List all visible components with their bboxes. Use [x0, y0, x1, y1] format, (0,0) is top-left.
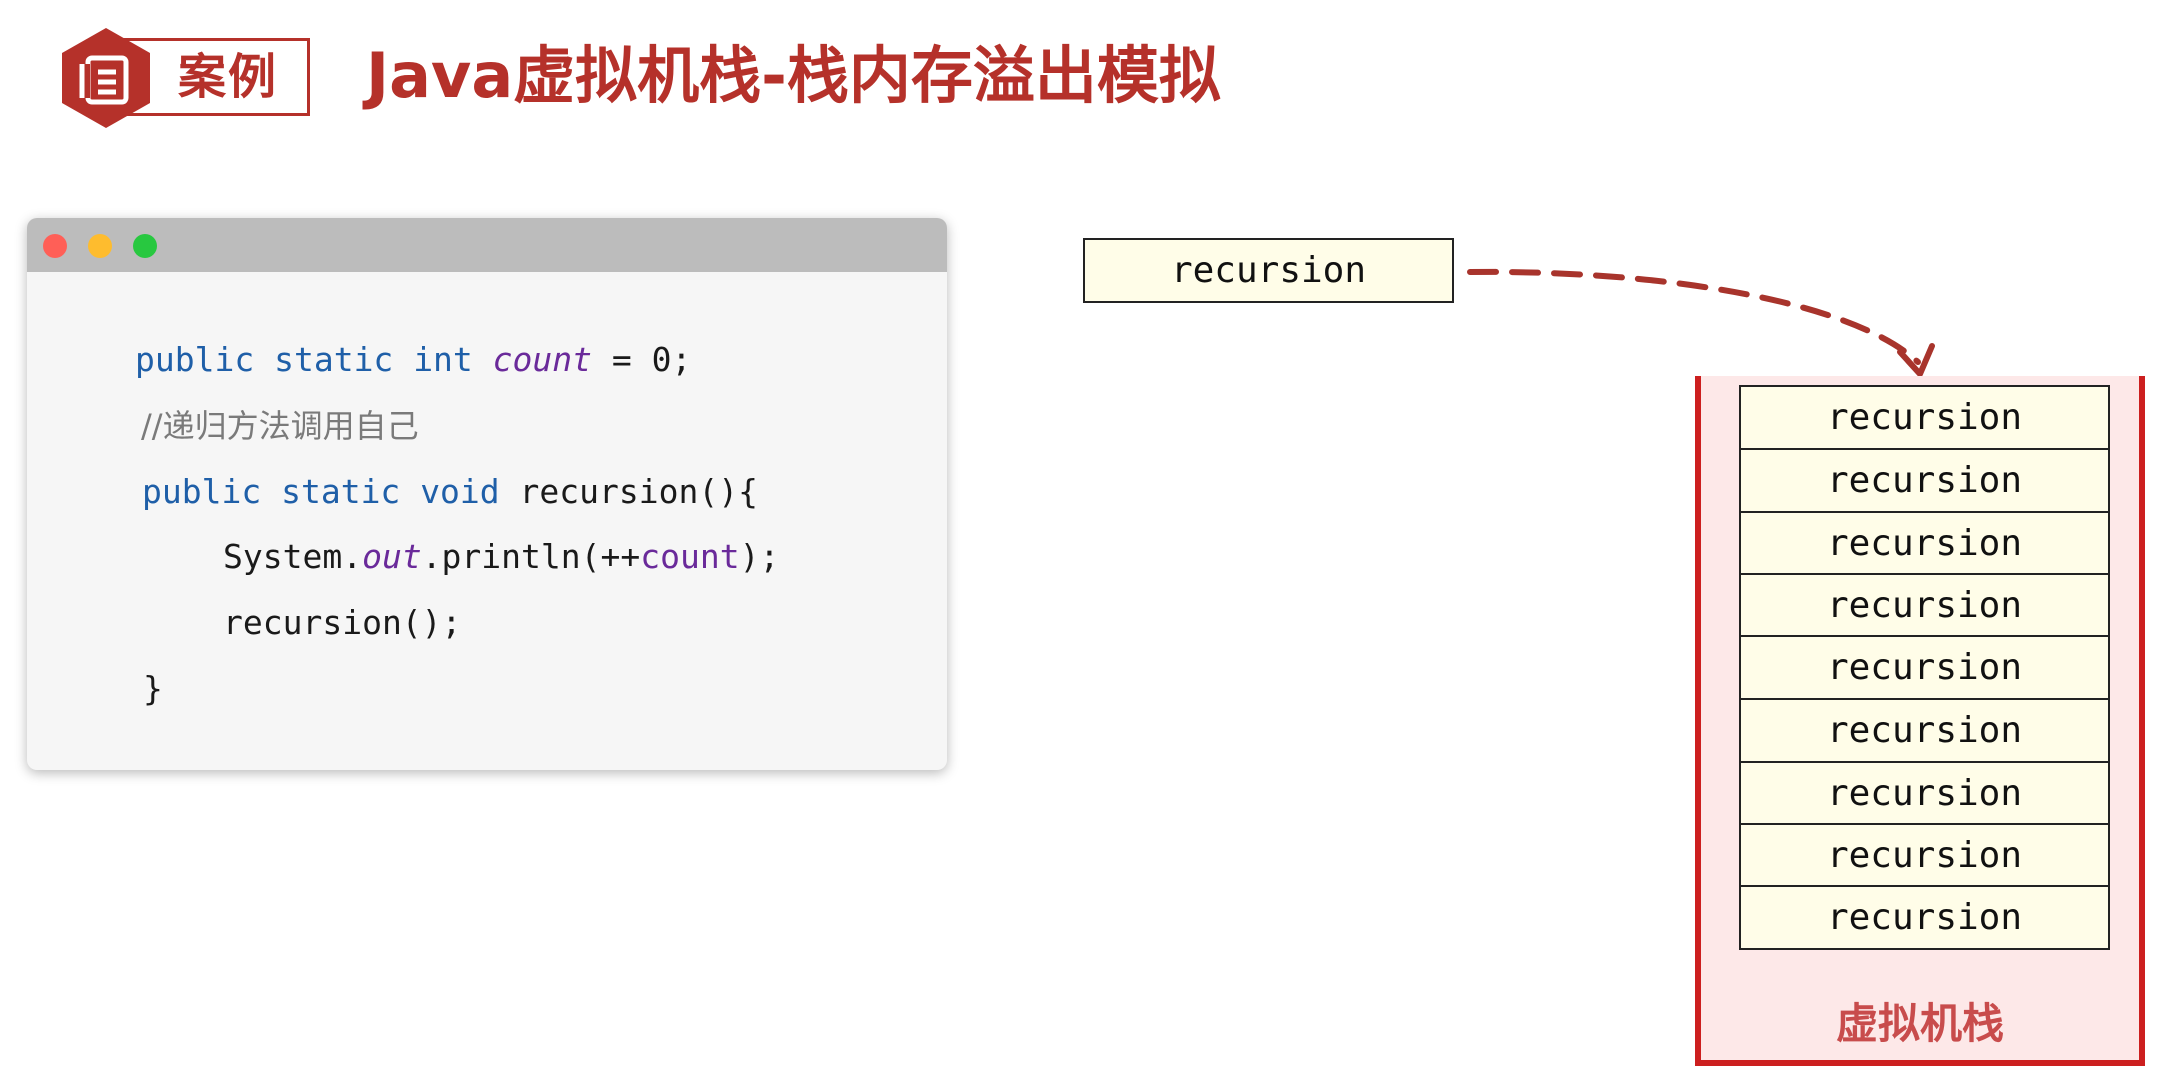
maximize-window-button[interactable] — [133, 234, 157, 258]
code-line-1: public static int count = 0; — [135, 335, 691, 385]
minimize-window-button[interactable] — [88, 234, 112, 258]
stack-label: 虚拟机栈 — [1835, 999, 2004, 1048]
keyword: void — [420, 472, 500, 511]
code-text: ); — [739, 537, 780, 576]
stack-frame: recursion — [1739, 573, 2110, 638]
stack-frame: recursion — [1739, 511, 2110, 576]
keyword: static — [274, 340, 394, 379]
code-text: } — [143, 669, 163, 708]
stack-frame: recursion — [1739, 885, 2110, 950]
stack-frame: recursion — [1739, 698, 2110, 763]
page-title: Java虚拟机栈-栈内存溢出模拟 — [366, 39, 1221, 112]
badge-label: 案例 — [178, 49, 279, 105]
code-line-6: } — [143, 664, 163, 714]
stack-frame: recursion — [1739, 448, 2110, 513]
stack-frame: recursion — [1739, 761, 2110, 826]
stack-frame: recursion — [1739, 385, 2110, 450]
keyword: public — [142, 472, 262, 511]
window-titlebar — [27, 218, 947, 272]
stack-frame: recursion — [1739, 823, 2110, 888]
recursion-call-box: recursion — [1083, 238, 1454, 303]
variable-count: count — [492, 340, 593, 379]
code-line-4: System.out.println(++count); — [223, 532, 779, 582]
close-window-button[interactable] — [43, 234, 67, 258]
keyword: public — [135, 340, 255, 379]
code-comment: //递归方法调用自己 — [141, 407, 419, 445]
code-text: = 0; — [592, 340, 692, 379]
keyword: static — [281, 472, 401, 511]
stack-frame: recursion — [1739, 635, 2110, 700]
keyword: int — [413, 340, 473, 379]
code-line-5: recursion(); — [223, 598, 461, 648]
variable-count: count — [640, 537, 740, 576]
code-text: recursion(){ — [499, 472, 758, 511]
code-line-2: //递归方法调用自己 — [141, 401, 419, 451]
document-icon — [62, 28, 150, 128]
code-text: .println(++ — [421, 537, 641, 576]
code-line-3: public static void recursion(){ — [142, 467, 758, 517]
code-text: recursion(); — [223, 603, 462, 642]
field-out: out — [362, 537, 422, 576]
code-window: public static int count = 0; //递归方法调用自己 … — [27, 218, 947, 770]
code-text: System. — [223, 537, 363, 576]
